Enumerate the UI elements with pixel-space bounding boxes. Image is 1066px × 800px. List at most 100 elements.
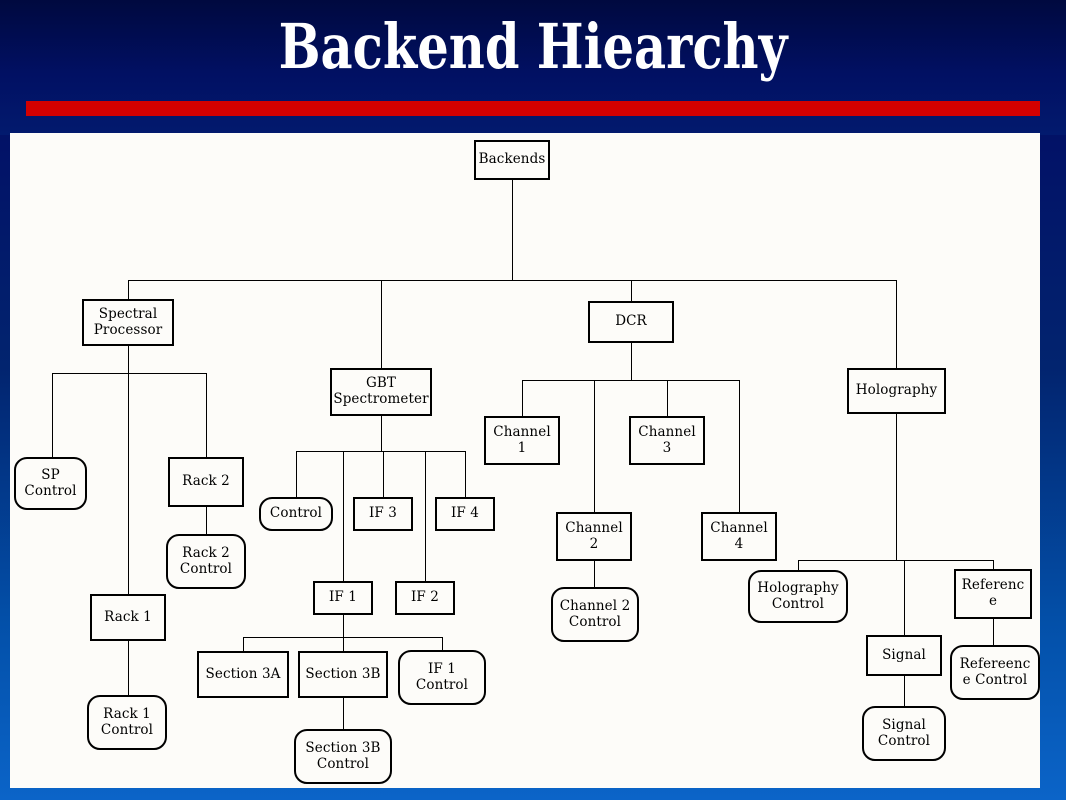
node-label: Rack 2 bbox=[182, 473, 230, 490]
node-section3b[interactable]: Section 3B bbox=[298, 651, 388, 698]
node-label: Section 3A bbox=[205, 665, 281, 682]
node-signal-control[interactable]: Signal Control bbox=[862, 706, 946, 761]
node-rack2[interactable]: Rack 2 bbox=[168, 457, 244, 507]
node-if3[interactable]: IF 3 bbox=[353, 497, 413, 531]
node-label: DCR bbox=[615, 313, 647, 330]
edge-gbt-stem bbox=[381, 416, 383, 451]
edge-if1-stem bbox=[343, 615, 345, 637]
node-label: Signal bbox=[882, 646, 926, 663]
edge-drop-holography bbox=[896, 280, 898, 368]
edge-drop-if1 bbox=[343, 451, 345, 581]
node-channel4[interactable]: Channel 4 bbox=[701, 512, 777, 561]
node-rack1[interactable]: Rack 1 bbox=[90, 594, 166, 641]
edge-section3b-to-control bbox=[343, 698, 345, 729]
edge-holography-stem bbox=[896, 414, 898, 560]
node-if2[interactable]: IF 2 bbox=[395, 581, 455, 615]
edge-drop-spectral bbox=[128, 280, 130, 299]
edge-drop-dcr bbox=[631, 280, 633, 301]
edge-drop-channel3 bbox=[667, 380, 669, 416]
node-label: IF 1 Control bbox=[415, 660, 469, 693]
node-dcr[interactable]: DCR bbox=[588, 301, 674, 343]
node-if1-control[interactable]: IF 1 Control bbox=[398, 650, 486, 705]
edge-drop-if3 bbox=[383, 451, 385, 498]
node-label: GBT Spectrometer bbox=[333, 375, 429, 407]
node-label: Holography Control bbox=[757, 579, 839, 612]
slide-title: Backend Hiearchy bbox=[278, 10, 788, 83]
edge-drop-section3a bbox=[243, 637, 245, 651]
node-label: IF 3 bbox=[369, 505, 397, 522]
edge-drop-gbt bbox=[381, 280, 383, 368]
node-label: Channel 3 bbox=[638, 423, 696, 456]
edge-backends-bus bbox=[128, 280, 896, 282]
node-channel2-control[interactable]: Channel 2 Control bbox=[551, 587, 639, 642]
node-label: Channel 1 bbox=[493, 423, 551, 456]
node-signal[interactable]: Signal bbox=[866, 635, 942, 676]
node-label: Rack 1 bbox=[104, 608, 152, 625]
edge-rack1-to-control bbox=[128, 641, 130, 695]
edge-drop-holo-control bbox=[798, 560, 800, 570]
edge-drop-if1-control bbox=[442, 637, 444, 651]
edge-spectral-stem bbox=[128, 346, 130, 373]
node-label: SP Control bbox=[24, 466, 77, 499]
node-label: Section 3B Control bbox=[305, 739, 381, 772]
red-accent-bar bbox=[26, 101, 1040, 116]
edge-spectral-bus bbox=[52, 373, 207, 375]
node-rack1-control[interactable]: Rack 1 Control bbox=[87, 695, 167, 750]
edge-backends-stem bbox=[512, 180, 514, 280]
edge-drop-signal bbox=[904, 560, 906, 635]
node-channel1[interactable]: Channel 1 bbox=[484, 416, 560, 465]
edge-drop-channel4 bbox=[739, 380, 741, 512]
node-if4[interactable]: IF 4 bbox=[435, 497, 495, 531]
edge-dcr-bus bbox=[522, 380, 739, 382]
node-reference-control[interactable]: Refereenc e Control bbox=[950, 645, 1040, 700]
edge-rack2-to-control bbox=[206, 507, 208, 534]
node-label: Refereenc e Control bbox=[959, 655, 1031, 688]
node-holo-control[interactable]: Holography Control bbox=[748, 570, 848, 623]
node-spectral[interactable]: Spectral Processor bbox=[82, 299, 174, 346]
node-reference[interactable]: Referenc e bbox=[954, 569, 1032, 619]
node-gbt[interactable]: GBT Spectrometer bbox=[330, 368, 432, 416]
edge-channel2-to-control bbox=[594, 561, 596, 587]
node-label: Channel 2 bbox=[565, 519, 623, 552]
node-backends[interactable]: Backends bbox=[474, 140, 550, 180]
node-label: Channel 4 bbox=[710, 519, 768, 552]
node-label: Referenc e bbox=[961, 577, 1025, 609]
node-rack2-control[interactable]: Rack 2 Control bbox=[166, 534, 246, 589]
edge-holography-bus bbox=[798, 560, 993, 562]
node-section3b-control[interactable]: Section 3B Control bbox=[294, 729, 392, 784]
edge-drop-section3b bbox=[343, 637, 345, 651]
node-label: Section 3B bbox=[305, 665, 381, 682]
edge-drop-gbt-control bbox=[296, 451, 298, 498]
node-label: Rack 1 Control bbox=[100, 705, 154, 738]
node-section3a[interactable]: Section 3A bbox=[197, 651, 289, 698]
node-channel3[interactable]: Channel 3 bbox=[629, 416, 705, 465]
edge-signal-to-control bbox=[904, 676, 906, 706]
edge-drop-reference bbox=[993, 560, 995, 569]
node-channel2[interactable]: Channel 2 bbox=[556, 512, 632, 561]
node-label: Control bbox=[269, 505, 323, 522]
edge-dcr-stem bbox=[631, 343, 633, 380]
edge-drop-channel1 bbox=[522, 380, 524, 416]
node-if1[interactable]: IF 1 bbox=[313, 581, 373, 615]
edge-reference-to-control bbox=[993, 619, 995, 645]
node-gbt-control[interactable]: Control bbox=[259, 497, 333, 531]
node-label: Holography bbox=[855, 382, 938, 399]
edge-if1-bus bbox=[243, 637, 442, 639]
node-label: IF 4 bbox=[451, 505, 479, 522]
node-label: Rack 2 Control bbox=[179, 544, 233, 577]
node-holography[interactable]: Holography bbox=[847, 368, 946, 414]
edge-drop-if2 bbox=[425, 451, 427, 581]
node-label: Signal Control bbox=[877, 716, 931, 749]
edge-drop-rack2 bbox=[206, 373, 208, 457]
edge-drop-sp-control bbox=[52, 373, 54, 457]
node-label: IF 1 bbox=[329, 589, 357, 606]
edge-gbt-bus bbox=[296, 451, 466, 453]
node-label: Spectral Processor bbox=[93, 305, 163, 338]
node-label: IF 2 bbox=[411, 589, 439, 606]
node-label: Channel 2 Control bbox=[559, 597, 631, 630]
node-sp-control[interactable]: SP Control bbox=[14, 457, 87, 510]
node-label: Backends bbox=[478, 151, 546, 168]
edge-drop-if4 bbox=[465, 451, 467, 498]
